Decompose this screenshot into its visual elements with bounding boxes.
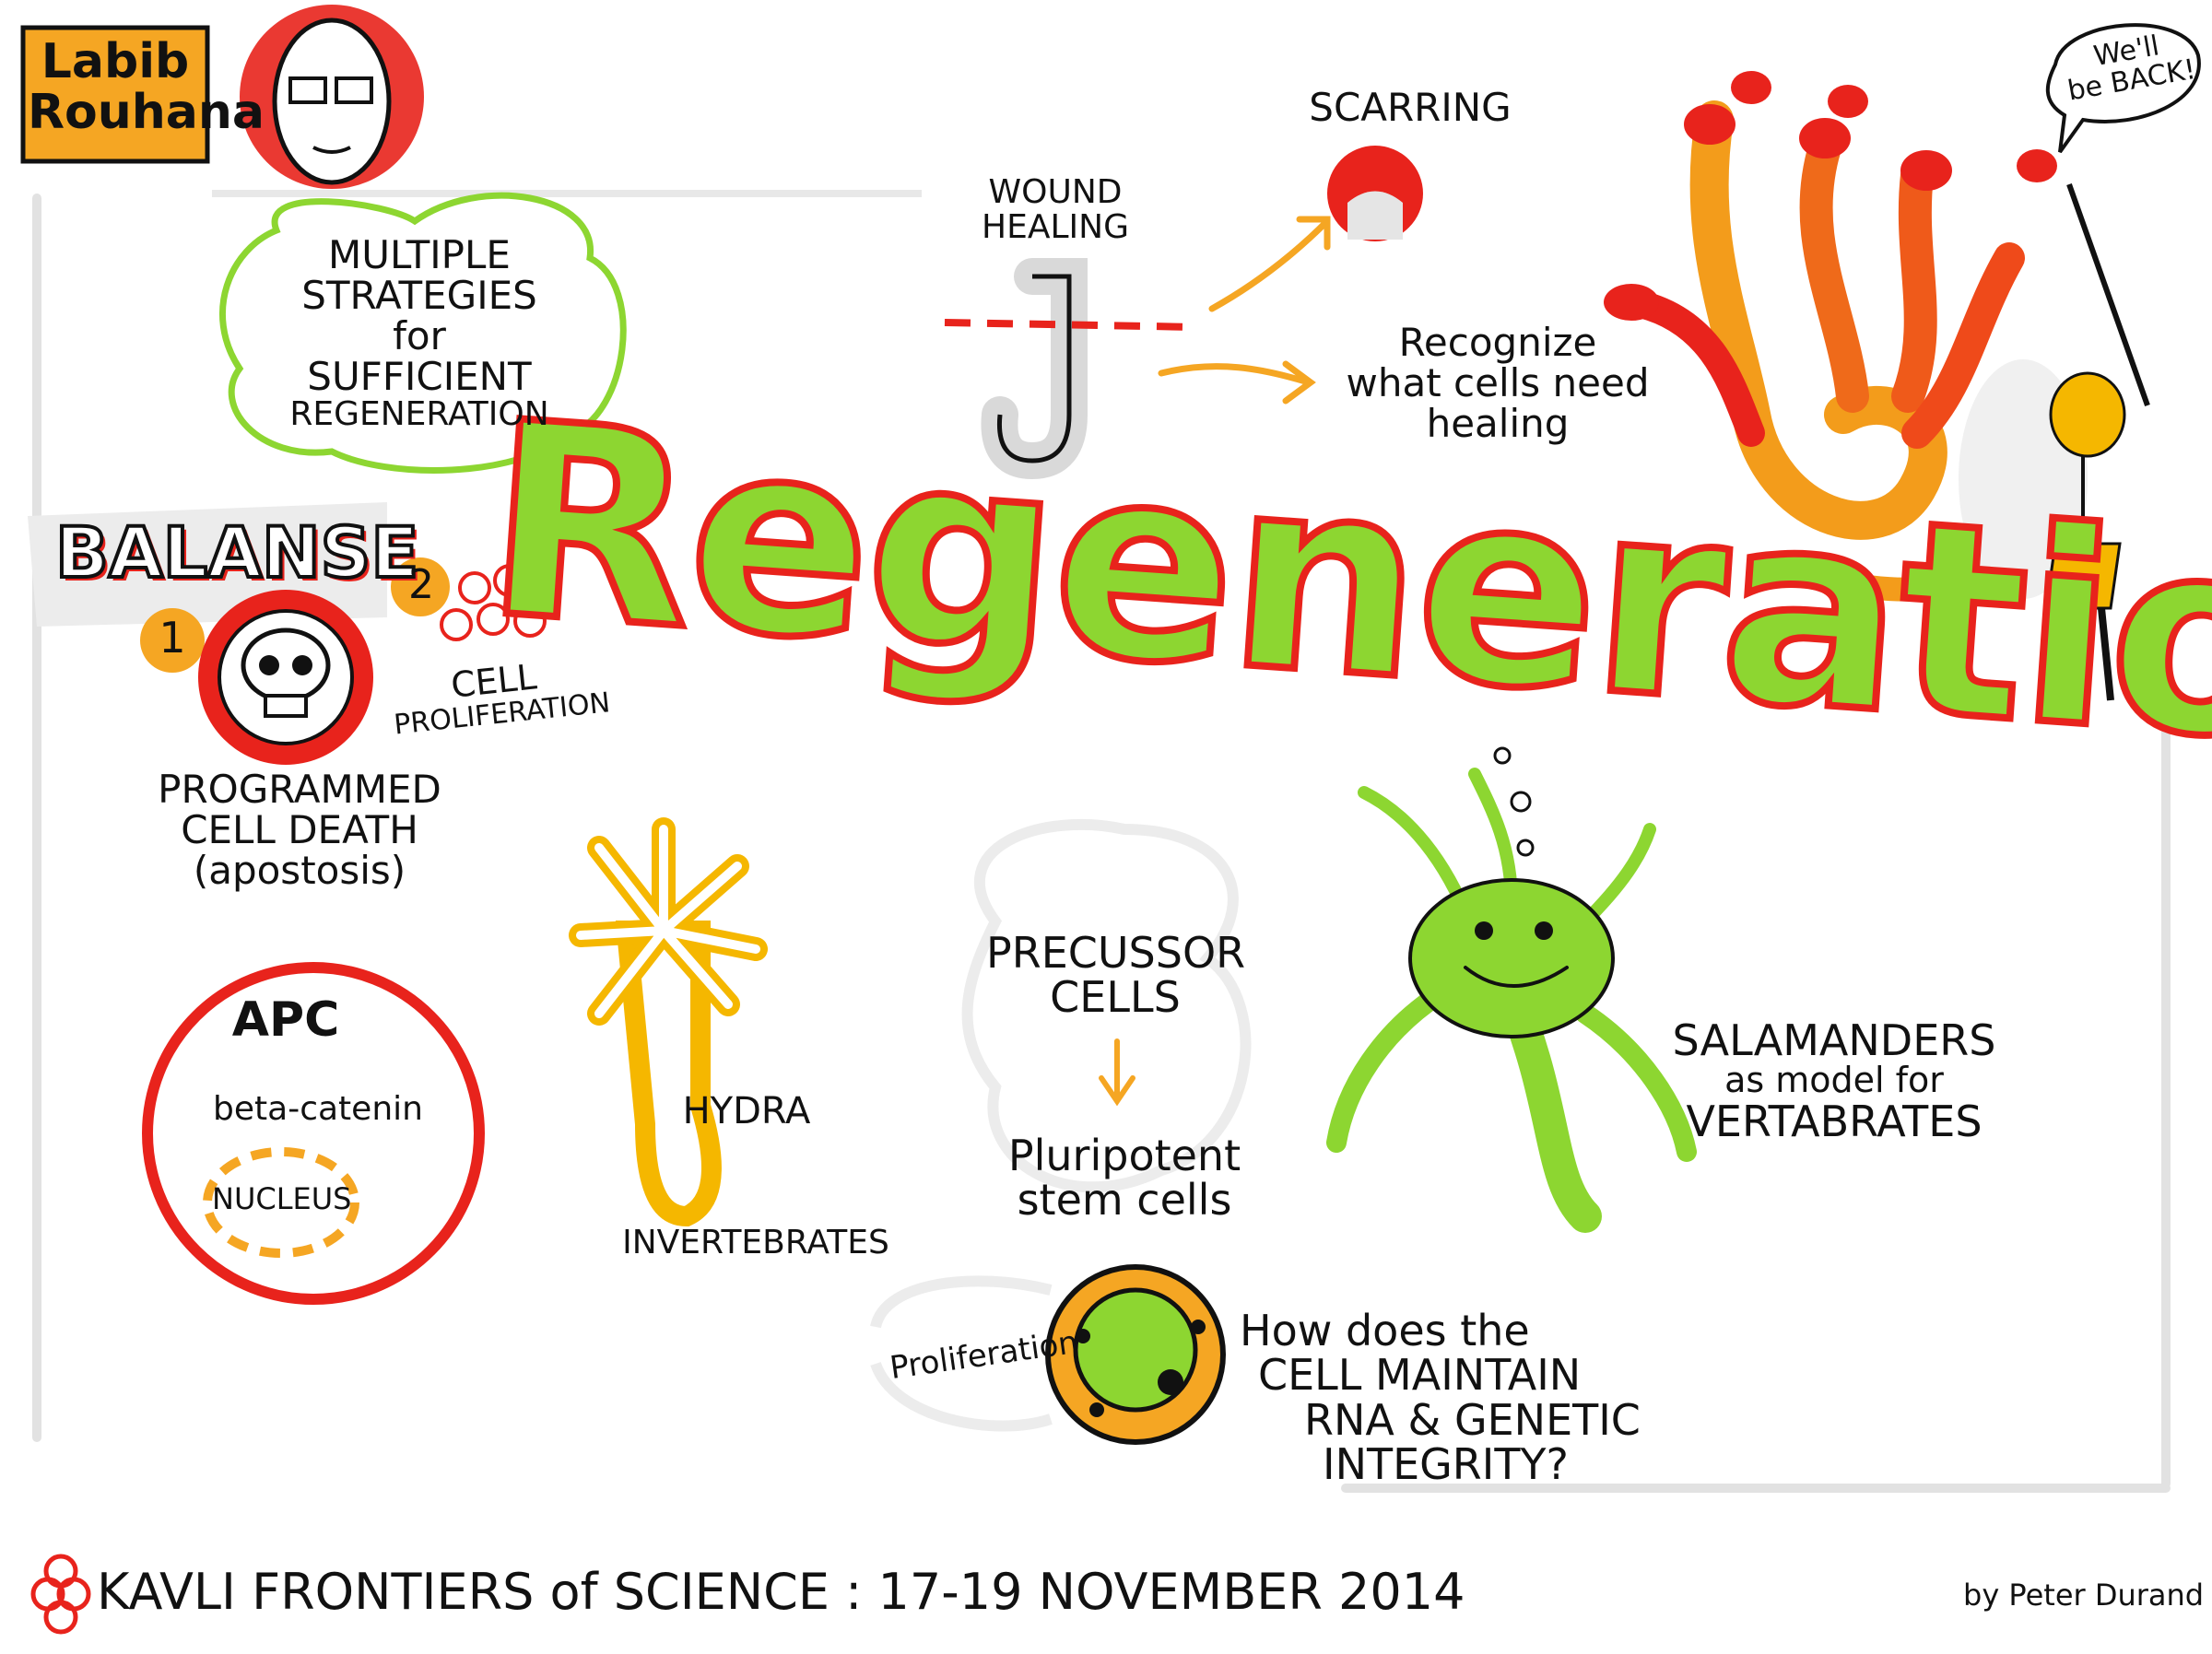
salamanders-line-3: VERTABRATES [1686,1097,1983,1147]
strategies-line-1: MULTIPLE [328,232,511,277]
beta-catenin-label: beta-catenin [213,1090,423,1128]
number-1: 1 [159,613,186,663]
strategies-line-5: REGENERATION [289,395,549,434]
pluripotent-line-1: Pluripotent [1007,1131,1241,1180]
programmed-death-line-1: PROGRAMMED [158,767,441,812]
kavli-logo-icon [30,1554,91,1635]
scarring-icon [1327,146,1423,241]
strategies-cloud [218,192,627,474]
hydra-polyp-icon [569,817,768,1227]
programmed-death-line-3: (apostosis) [193,848,406,894]
apc-label: APC [231,992,340,1048]
number-2: 2 [408,561,434,608]
recognize-line-3: healing [1426,401,1570,447]
recognize-label: Recognize what cells need healing [1327,320,1668,447]
arrow-to-recognize [1158,360,1316,405]
strategies-line-2: STRATEGIES [301,273,537,319]
balance-heading: BALANSE [53,511,420,593]
hydra-label: HYDRA [682,1090,811,1132]
number-1-badge [140,608,205,673]
salamander-icon [1326,768,1697,1233]
apc-cell-icon [142,962,485,1305]
programmed-death-line-2: CELL DEATH [181,807,418,853]
cell-cluster-icon [440,564,547,641]
nucleus-icon [203,1147,359,1258]
arrow-to-scarring [1208,216,1331,312]
wound-line-2: HEALING [982,207,1129,246]
speaker-name: Labib Rouhana [28,34,265,140]
salamanders-label: SALAMANDERS as model for VERTABRATES [1659,1018,2009,1144]
stem-cell-icon [1045,1264,1226,1445]
strategies-line-4: SUFFICIENT [307,354,532,400]
wound-healing-icon [944,258,1199,480]
question-line-1: How does the [1240,1306,1530,1355]
recognize-line-1: Recognize [1398,320,1597,365]
question-line-4: INTEGRITY? [1323,1438,1569,1489]
recognize-line-2: what cells need [1346,360,1650,406]
strategies-line-3: for [393,313,446,359]
speaker-box [20,25,210,164]
salamanders-line-1: SALAMANDERS [1672,1015,1996,1065]
question-line-2: CELL MAINTAIN [1258,1350,1582,1401]
precursor-label: PRECUSSOR CELLS [986,928,1246,1023]
question-line-3: RNA & GENETIC [1304,1394,1641,1445]
nucleus-label: NUCLEUS [212,1181,352,1216]
precursor-line-1: PRECUSSOR [986,928,1246,978]
wound-line-1: WOUND [988,173,1123,211]
speaker-last-name: Rouhana [28,84,265,140]
wound-healing-label: WOUND HEALING [972,175,1138,245]
speaker-portrait-icon [240,5,424,189]
question-text: How does the CELL MAINTAIN RNA & GENETIC… [1240,1306,1641,1489]
programmed-death-label: PROGRAMMED CELL DEATH (apostosis) [147,767,452,894]
warrior-icon [1959,182,2150,701]
number-2-badge [391,557,450,616]
scarring-label: SCARRING [1309,85,1512,130]
pluripotent-label: Pluripotent stem cells [995,1133,1253,1223]
salamanders-line-2: as model for [1724,1060,1944,1101]
precursor-line-2: CELLS [1050,972,1181,1023]
skull-icon [198,590,373,765]
precursor-cloud [961,818,1252,1193]
speech-bubble [2045,23,2201,154]
footer-event: KAVLI FRONTIERS of SCIENCE : 17-19 NOVEM… [97,1563,1465,1621]
speaker-first-name: Labib [41,34,190,89]
invertebrates-label: INVERTEBRATES [622,1224,889,1261]
footer-credit: by Peter Durand [1963,1578,2205,1613]
strategies-text: MULTIPLE STRATEGIES for SUFFICIENT REGEN… [244,232,594,434]
pluripotent-line-2: stem cells [1017,1175,1232,1226]
